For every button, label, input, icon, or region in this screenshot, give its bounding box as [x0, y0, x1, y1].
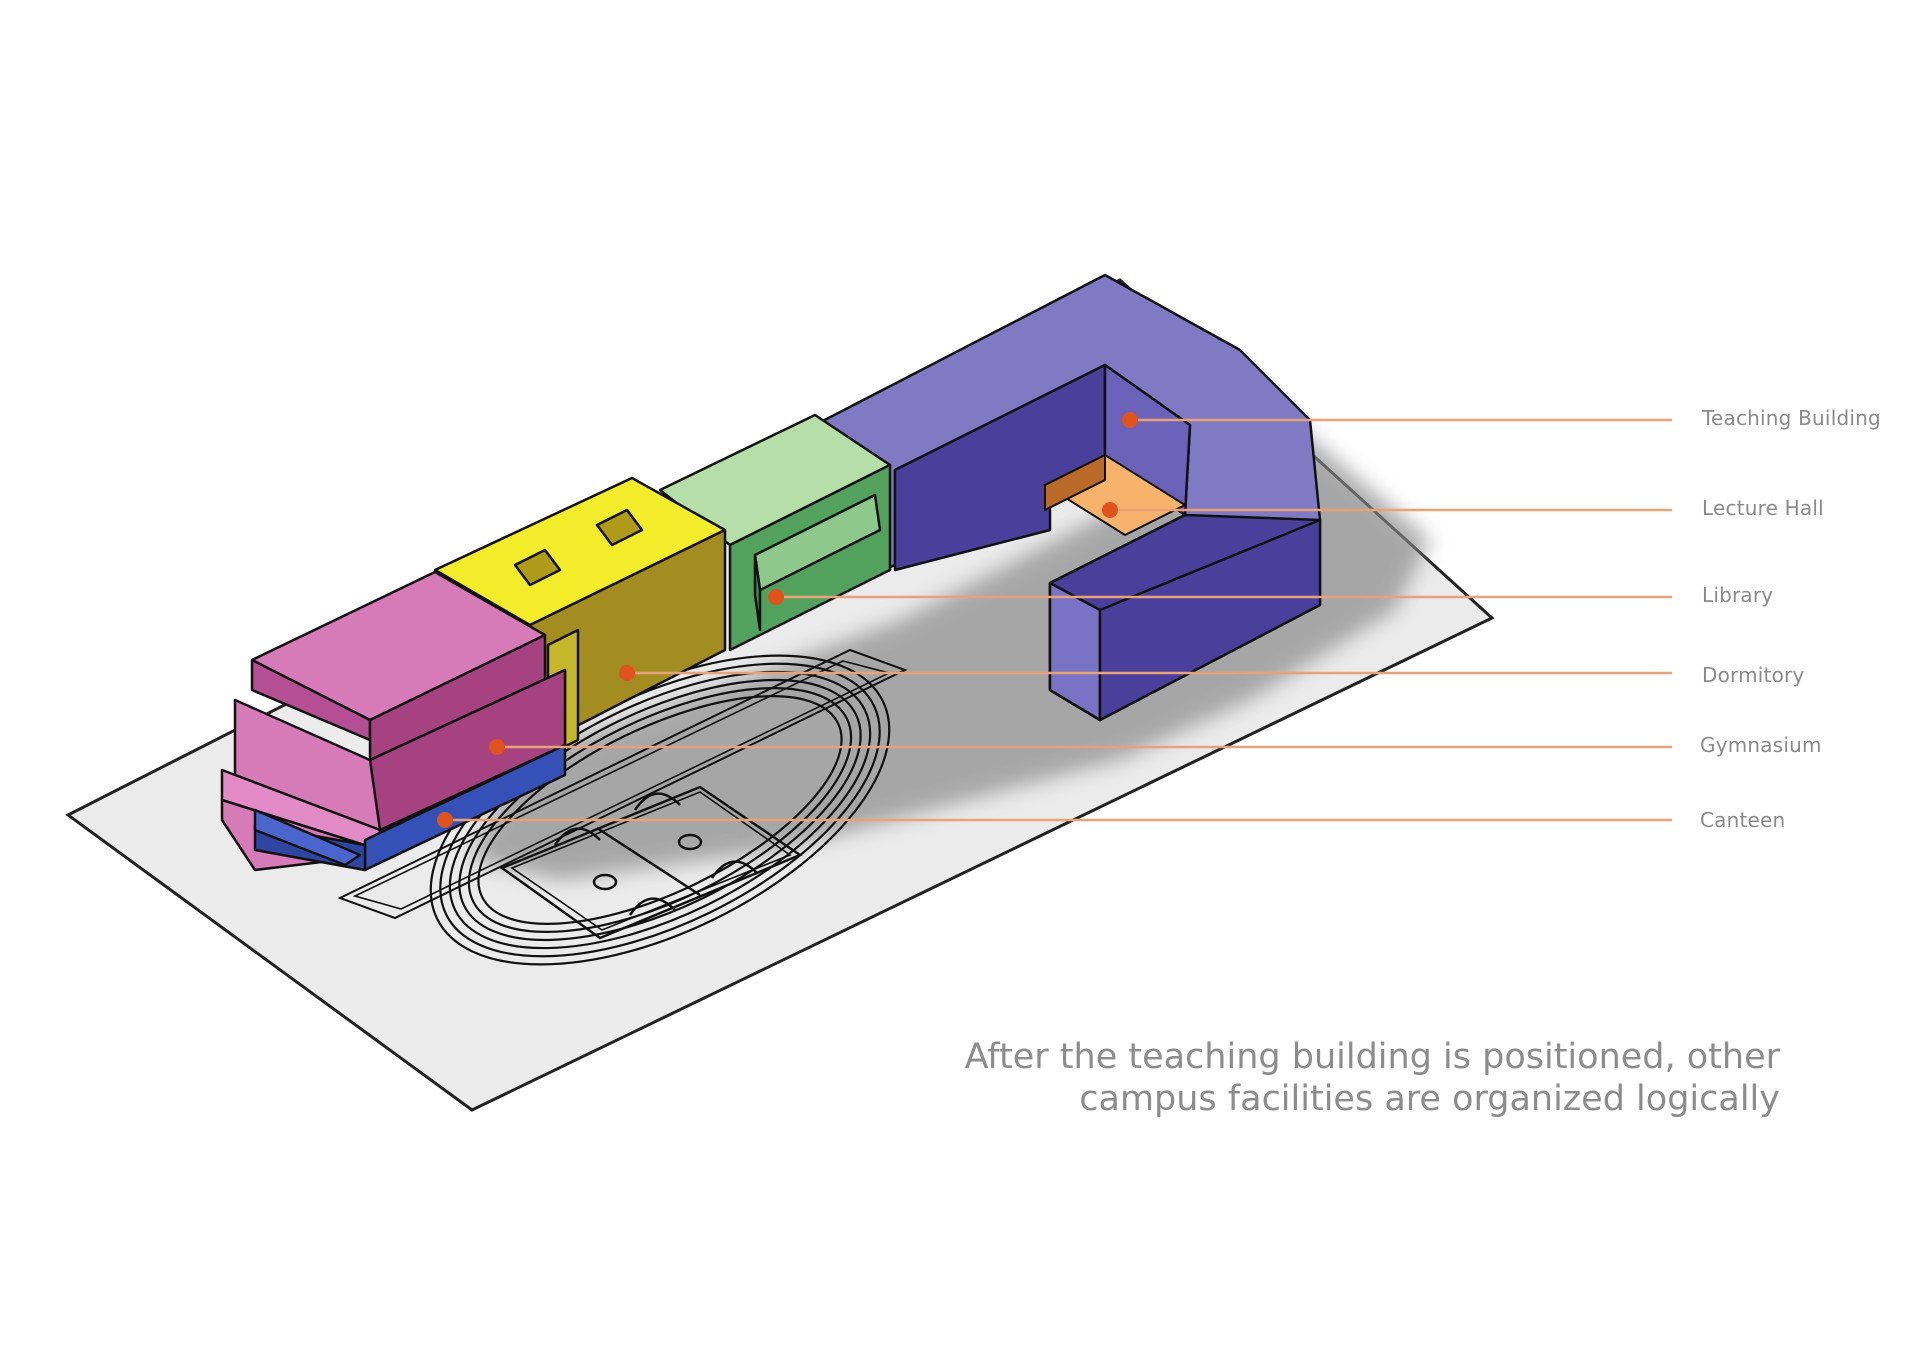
lecture-hall-block	[1042, 453, 1188, 537]
diagram-caption: After the teaching building is positione…	[965, 1036, 1780, 1120]
gymnasium-block	[220, 570, 567, 872]
dormitory-block	[433, 476, 727, 757]
marker-gymnasium	[489, 739, 505, 755]
markers	[437, 412, 1138, 828]
marker-library	[768, 589, 784, 605]
label-teaching-building: Teaching Building	[1702, 406, 1881, 430]
marker-teaching-building	[1122, 412, 1138, 428]
label-library: Library	[1702, 583, 1774, 607]
caption-line-1: After the teaching building is positione…	[964, 1037, 1780, 1077]
label-dormitory: Dormitory	[1702, 663, 1805, 687]
label-lecture-hall: Lecture Hall	[1702, 496, 1824, 520]
label-canteen: Canteen	[1700, 808, 1786, 832]
label-gymnasium: Gymnasium	[1700, 733, 1822, 757]
library-block	[658, 413, 892, 652]
marker-lecture-hall	[1102, 502, 1118, 518]
teaching-building-block	[813, 273, 1322, 722]
canteen-block	[253, 743, 567, 872]
marker-dormitory	[619, 665, 635, 681]
caption-line-2: campus facilities are organized logicall…	[1079, 1079, 1780, 1119]
basketball-courts	[499, 785, 803, 940]
leader-lines	[445, 418, 1672, 822]
marker-canteen	[437, 812, 453, 828]
